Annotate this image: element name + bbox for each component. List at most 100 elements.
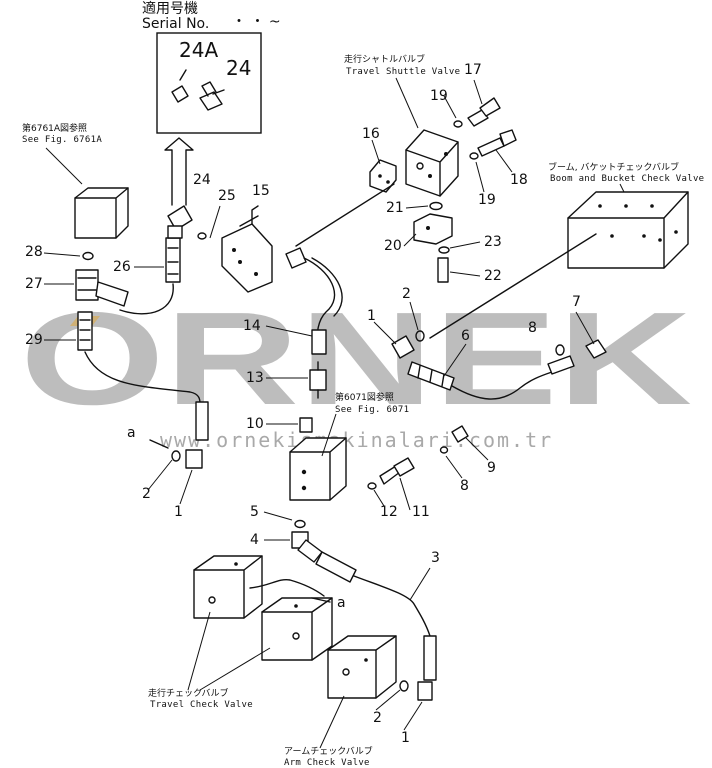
part-15-shuttle <box>221 205 273 293</box>
travel-shuttle-label: Travel Shuttle Valve <box>346 67 460 77</box>
part-22-bolt <box>437 257 449 283</box>
fig6761-ref-jp: 第6761A図参照 <box>22 122 87 134</box>
callout-14: 14 <box>243 318 261 334</box>
serial-jp: 適用号機 <box>142 0 198 17</box>
callout-2-left: 2 <box>142 486 151 502</box>
part-9-plug <box>451 425 469 443</box>
callout-a-right: a <box>337 595 346 611</box>
callout-3: 3 <box>431 550 440 566</box>
travel-shuttle-jp: 走行シャトルバルブ <box>344 53 425 65</box>
callout-23: 23 <box>484 234 502 250</box>
part-11-bolt <box>379 457 415 485</box>
callout-1-arm: 1 <box>401 730 410 746</box>
callout-12: 12 <box>380 504 398 520</box>
callout-19-top: 19 <box>430 88 448 104</box>
part-2-o-ring-left <box>171 450 181 462</box>
callout-27: 27 <box>25 276 43 292</box>
fig6071-ref: See Fig. 6071 <box>335 405 409 415</box>
callout-21: 21 <box>386 200 404 216</box>
callout-16: 16 <box>362 126 380 142</box>
block-fig6761a <box>74 187 129 239</box>
callout-22: 22 <box>484 268 502 284</box>
part-7-elbow <box>585 339 607 359</box>
watermark: ORNEK www.ornekismakinalari.com.tr <box>20 285 692 452</box>
travel-check-jp: 走行チェックバルブ <box>148 687 229 699</box>
part-1-elbow-left <box>185 449 203 469</box>
part-20-block <box>413 213 453 245</box>
part-4-elbow <box>291 531 323 563</box>
part-19-washer-top <box>453 120 463 128</box>
arm-check-leader <box>319 695 345 749</box>
inset-label-24a: 24A <box>179 38 218 62</box>
callout-8-right: 8 <box>528 320 537 336</box>
part-16-gasket <box>369 159 397 193</box>
part-26-hose <box>119 237 181 315</box>
callout-5: 5 <box>250 504 259 520</box>
travel-check-label: Travel Check Valve <box>150 700 253 710</box>
callout-7: 7 <box>572 294 581 310</box>
arm-check-jp: アームチェックバルブ <box>284 745 373 757</box>
part-1-elbow-arm <box>417 681 433 701</box>
part-5-o-ring <box>294 519 306 529</box>
part-21-o-ring <box>429 201 443 211</box>
part-6-hose <box>407 355 575 400</box>
part-10-plug <box>299 417 313 433</box>
callout-18: 18 <box>510 172 528 188</box>
arrow-to-inset <box>164 137 194 206</box>
boom-bucket-label: Boom and Bucket Check Valve <box>550 174 704 184</box>
callout-17: 17 <box>464 62 482 78</box>
part-8-o-ring <box>439 446 449 454</box>
callout-11: 11 <box>412 504 430 520</box>
line-shuttle-link <box>295 183 395 247</box>
part-3-hose <box>315 551 437 681</box>
watermark-site: www.ornekismakinalari.com.tr <box>160 428 553 452</box>
part-1-elbow-right <box>391 335 415 359</box>
callout-a-left: a <box>127 425 136 441</box>
block-fig6071 <box>289 437 347 501</box>
arrow-a-left <box>149 439 169 449</box>
callout-24: 24 <box>193 172 211 188</box>
callout-8: 8 <box>460 478 469 494</box>
part-24-elbow <box>167 205 193 239</box>
leader-lines <box>43 79 595 731</box>
callout-26: 26 <box>113 259 131 275</box>
arrow-a-right <box>311 597 331 603</box>
callout-1-left: 1 <box>174 504 183 520</box>
callout-10: 10 <box>246 416 264 432</box>
travel-check-leaders <box>187 611 271 691</box>
inset-label-24: 24 <box>226 56 251 80</box>
part-28-o-ring <box>82 251 94 261</box>
callouts: 24 25 15 28 27 26 29 14 13 10 5 4 3 12 1… <box>25 62 581 746</box>
callout-28: 28 <box>25 244 43 260</box>
part-19-washer-bottom <box>469 152 479 160</box>
part-23-washer <box>438 246 450 254</box>
watermark-brand: ORNEK <box>20 285 692 432</box>
callout-29: 29 <box>25 332 43 348</box>
part-13-union <box>309 361 327 399</box>
part-12-washer <box>367 482 377 490</box>
callout-15: 15 <box>252 183 270 199</box>
callout-9: 9 <box>487 460 496 476</box>
arm-check-valve <box>327 635 397 699</box>
boom-bucket-check-valve <box>567 191 689 269</box>
part-2-o-ring-right <box>415 330 425 342</box>
arm-check-label: Arm Check Valve <box>284 758 370 768</box>
serial-value: ・ ・ ~ <box>232 14 281 30</box>
callout-19-bottom: 19 <box>478 192 496 208</box>
travel-check-valve-1 <box>193 555 263 619</box>
part-25-o-ring <box>197 232 207 240</box>
part-8-o-ring-right <box>555 344 565 356</box>
part-2-o-ring-arm <box>399 680 409 692</box>
callout-1-right: 1 <box>367 308 376 324</box>
part-18-bolt <box>477 129 517 157</box>
callout-25: 25 <box>218 188 236 204</box>
shuttle-valve-body <box>405 129 459 197</box>
serial-label: Serial No. <box>142 16 209 32</box>
callout-13: 13 <box>246 370 264 386</box>
callout-2-arm: 2 <box>373 710 382 726</box>
callout-20: 20 <box>384 238 402 254</box>
inset-box: 24A 24 <box>156 32 262 134</box>
fig6761-ref: See Fig. 6761A <box>22 135 102 145</box>
callout-2-right: 2 <box>402 286 411 302</box>
